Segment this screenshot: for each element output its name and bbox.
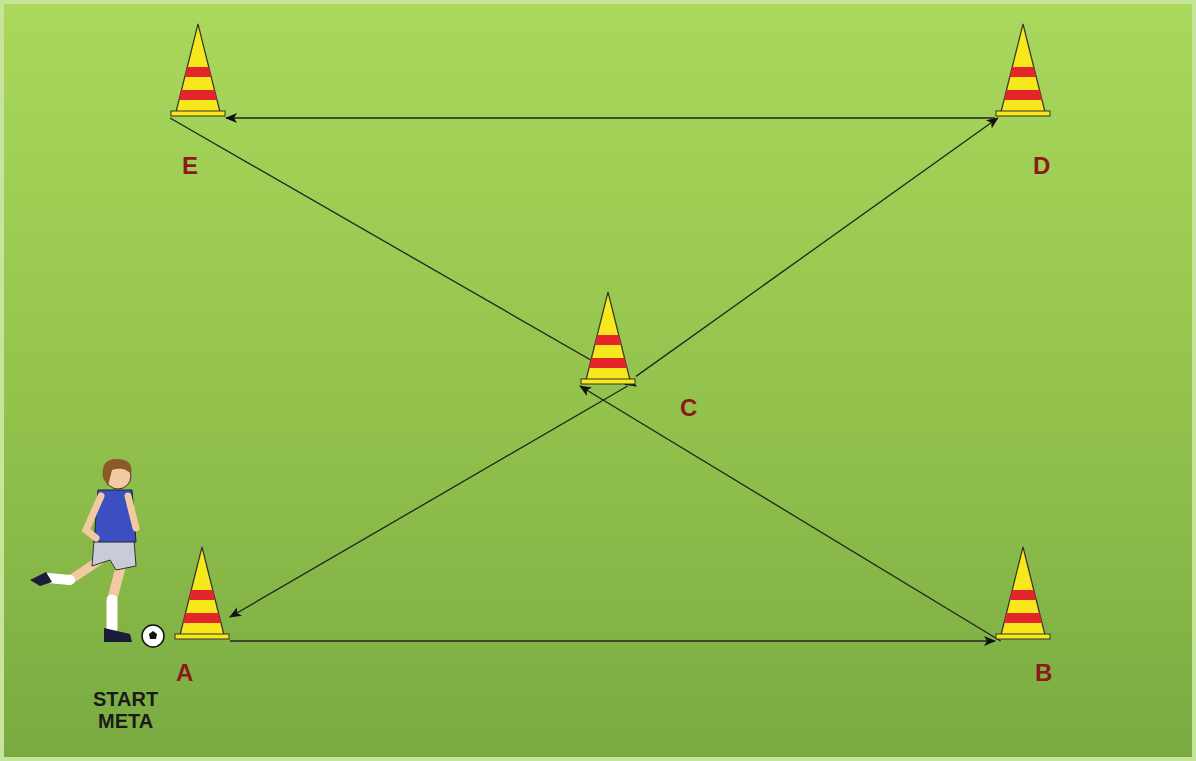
run-path: [230, 386, 628, 617]
run-path: [230, 640, 995, 641]
cone-letter: A: [176, 659, 193, 687]
run-path: [636, 118, 998, 376]
cone-shape: [170, 22, 226, 118]
training-cone: D: [995, 22, 1051, 118]
cone-letter: B: [1035, 659, 1052, 687]
cone-letter: C: [680, 394, 697, 422]
cone-shape: [580, 290, 636, 386]
training-cone: B: [995, 545, 1051, 641]
training-cone: C: [580, 290, 636, 386]
training-cone: A: [174, 545, 230, 641]
cone-shape: [995, 545, 1051, 641]
run-path: [226, 117, 995, 118]
cone-shape: [174, 545, 230, 641]
run-path: [580, 386, 1001, 641]
run-path: [170, 118, 636, 386]
player-figure: [30, 459, 164, 647]
cone-letter: D: [1033, 152, 1050, 180]
training-cone: E: [170, 22, 226, 118]
start-finish-label: START META: [93, 688, 158, 732]
cone-shape: [995, 22, 1051, 118]
cone-letter: E: [182, 152, 198, 180]
